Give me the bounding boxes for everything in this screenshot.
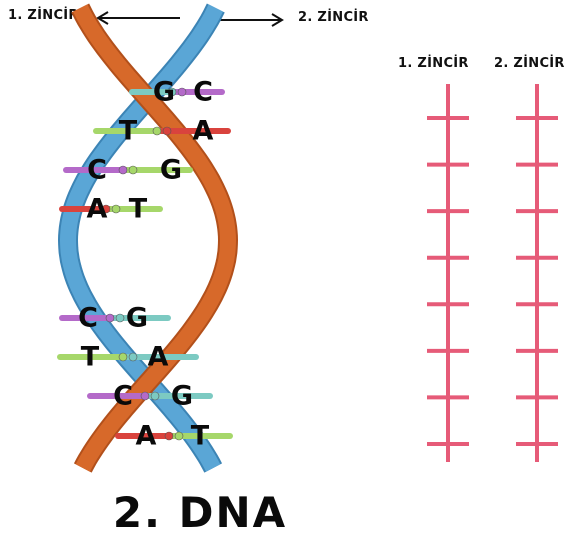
ladder-strand-1: [427, 84, 469, 462]
diagram-title: 2. DNA: [0, 488, 400, 537]
ladder-strand-2: [516, 84, 558, 462]
